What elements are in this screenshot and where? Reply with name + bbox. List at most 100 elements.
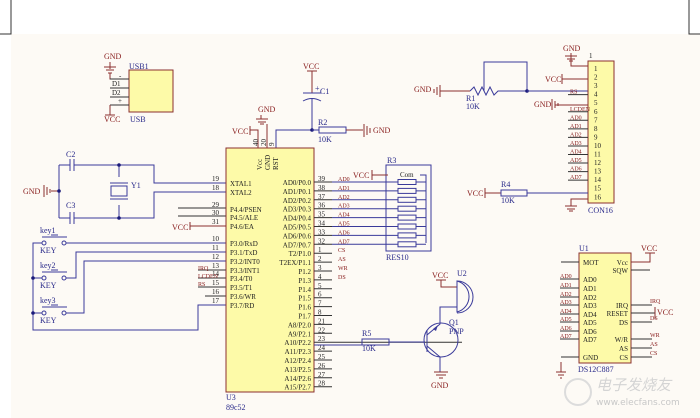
con16-pin-8: 8	[594, 125, 598, 133]
net-ad3: AD3	[338, 204, 350, 210]
u3-pin-11-number: 11	[212, 244, 219, 252]
u1-pin-ad3: AD3	[583, 302, 597, 310]
r1-ref: R1	[466, 94, 475, 103]
u3-pin-28-name: A15/P2.7	[284, 384, 311, 392]
con16-pin-5: 5	[594, 99, 598, 107]
u1-net-irq: IRQ	[650, 299, 661, 305]
u3-pin-11-name: P3.1/TxD	[230, 249, 257, 257]
u3-pin-14-name: P3.4/T0	[230, 275, 253, 283]
con16-net-ad7: AD7	[570, 175, 582, 181]
r1-value: 10K	[466, 102, 480, 111]
u3-pin-5-number: 5	[318, 282, 322, 290]
u3-pin-17-number: 17	[212, 297, 220, 305]
u3-pin-31-name: P4.6/EA	[230, 223, 254, 231]
con16-pin-14: 14	[594, 176, 602, 184]
u3-pin-25-name: A12/P2.4	[284, 357, 311, 365]
u3-pin-22-number: 22	[318, 326, 326, 334]
gnd-label: GND	[23, 187, 41, 196]
gnd-label: GND	[431, 381, 449, 390]
q1-ref: Q1	[449, 318, 459, 327]
con16-pin-15: 15	[594, 185, 602, 193]
u3-pin-34-name: AD5/P0.5	[283, 224, 312, 232]
u3-pin-32-number: 32	[318, 237, 326, 245]
u1-pin-irq: IRQ	[616, 302, 628, 310]
con16-net-ad6: AD6	[570, 167, 582, 173]
u1-pin-ad2: AD2	[583, 294, 597, 302]
u1-pin-ad5: AD5	[583, 319, 597, 327]
u3-pin-2-name: T2EX/P1.1	[279, 259, 311, 267]
crystal-circuit: C2 C3 GND Y1 VCC	[23, 150, 226, 232]
usb-pin-minus: -	[119, 72, 122, 80]
u3-pin-4-name: P1.3	[298, 277, 311, 285]
u1-pin-ad7: AD7	[583, 336, 597, 344]
r4-value: 10K	[501, 196, 515, 205]
u3-pin-30-number: 30	[212, 209, 220, 217]
u1-pin-gnd: GND	[583, 354, 598, 362]
con16-net-ad1: AD1	[570, 124, 582, 130]
u3-value: 89c52	[226, 403, 246, 412]
gnd-label: GND	[104, 52, 122, 61]
u3-pin-37-name: AD2/P0.2	[283, 197, 312, 205]
u3-pin-16-name: P3.6/WR	[230, 293, 256, 301]
u3-pin-3-number: 3	[318, 264, 322, 272]
u3-pin-29-name: P4.4/PSEN	[230, 206, 262, 214]
key1-ref: key1	[40, 226, 56, 235]
u3-pin-13-name: P3.3/INT1	[230, 267, 260, 275]
con16-pin-2: 2	[594, 74, 598, 82]
u1-pin-wr: W/R	[615, 336, 629, 344]
u3-pin-35-name: AD4/P0.4	[283, 215, 312, 223]
u3-pin-30-name: P4.5/ALE	[230, 214, 258, 222]
u1-net-wr: WR	[650, 333, 660, 339]
usb-pin-d2: D2	[112, 89, 121, 97]
con16-pin-6: 6	[594, 108, 598, 116]
net-cs: CS	[338, 248, 345, 254]
usb-pin-plus: +	[118, 97, 122, 105]
u3-pin-15-number: 15	[212, 279, 220, 287]
u3-ref: U3	[226, 393, 236, 402]
u1-net-ad6: AD6	[560, 326, 572, 332]
u3-pin-9: 9	[268, 142, 276, 146]
u3-pin-2-number: 2	[318, 255, 322, 263]
u1-pin-reset: RESET	[607, 310, 629, 318]
gnd-label: GND	[563, 44, 581, 53]
r5-ref: R5	[362, 329, 371, 338]
u3-pin-21-number: 21	[318, 317, 326, 325]
r2-value: 10K	[318, 135, 332, 144]
u1-net-as: AS	[650, 342, 658, 348]
u3-pin-26-number: 26	[318, 362, 326, 370]
r4-ref: R4	[501, 180, 510, 189]
con16-pin-11: 11	[594, 151, 601, 159]
u3-pin-15-name: P3.5/T1	[230, 284, 253, 292]
gnd-label: GND	[373, 126, 391, 135]
rtc-u1: U1 MOTAD0AD0AD1AD1AD2AD2AD3AD3AD4AD4AD5A…	[556, 244, 673, 379]
vcc-label: VCC	[467, 189, 483, 198]
u3-pin-10-number: 10	[212, 235, 220, 243]
u3-pin-3-name: P1.2	[298, 268, 311, 276]
gnd-label: GND	[534, 100, 552, 109]
u3-pin-12-name: P3.2/INT0	[230, 258, 260, 266]
u1-pin-ad1: AD1	[583, 285, 597, 293]
u3-pin-35-number: 35	[318, 211, 326, 219]
u3-pin-27-name: A14/P2.6	[284, 375, 311, 383]
con16-body	[587, 60, 615, 204]
u3-pin-19-number: 19	[212, 175, 220, 183]
net-rs: RS	[198, 282, 205, 288]
u1-net-cs: CS	[650, 351, 657, 357]
u3-pin-39-number: 39	[318, 175, 326, 183]
u3-gnd-label: GND	[264, 155, 272, 170]
u1-net-ad2: AD2	[560, 292, 572, 298]
u3-pin-21-name: A8/P2.0	[288, 321, 312, 329]
u3-pin-38-number: 38	[318, 184, 326, 192]
q1-value: PNP	[449, 327, 464, 336]
u3-pin-22-name: A9/P2.1	[288, 330, 312, 338]
vcc-label: VCC	[104, 115, 120, 124]
u3-pin-4-number: 4	[318, 273, 322, 281]
u3-pin-8-name: P1.7	[298, 313, 311, 321]
watermark-cn: 电子发烧友	[596, 376, 673, 394]
vcc-label: VCC	[545, 75, 561, 84]
u3-pin-26-name: A13/P2.5	[284, 366, 311, 374]
u3-pin-29-number: 29	[212, 201, 220, 209]
keys: key1 KEY key2 KEY key3 KEY	[31, 226, 226, 331]
net-ad7: AD7	[338, 239, 350, 245]
